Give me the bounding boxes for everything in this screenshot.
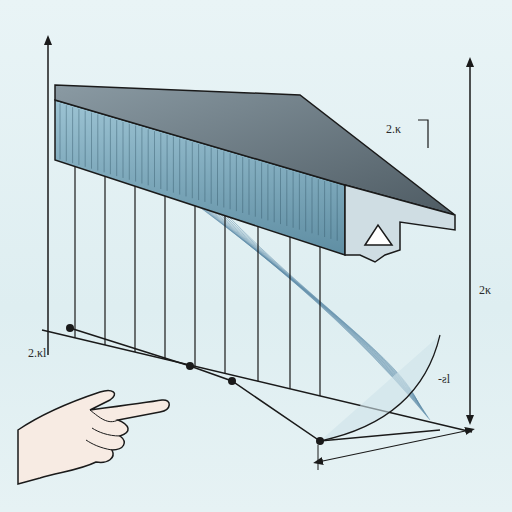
dimension-arrow [469, 62, 471, 420]
hatch-line [154, 131, 155, 187]
hatch-line [91, 113, 92, 169]
hatch-line [129, 124, 130, 180]
hatch-line [72, 107, 73, 163]
hatch-line [230, 153, 231, 209]
hatch-line [198, 144, 199, 200]
hatch-line [123, 122, 124, 178]
dimension-label: -ƨl [436, 372, 452, 386]
hatch-line [274, 166, 275, 222]
vertical-line [319, 233, 320, 396]
hatch-line [110, 118, 111, 174]
hatch-line [236, 155, 237, 211]
vertical-line [257, 215, 258, 382]
hatch-line [299, 174, 300, 230]
vertical-line [224, 205, 225, 374]
hatch-line [217, 150, 218, 206]
vertical-line [289, 224, 290, 389]
hatch-line [66, 105, 67, 161]
hand-detail [86, 410, 120, 450]
hatch-line [223, 151, 224, 207]
hatch-line [116, 120, 117, 176]
hatch-line [280, 168, 281, 224]
vertical-line [194, 196, 195, 366]
hatch-line [211, 148, 212, 204]
hatch-line [173, 137, 174, 193]
hatch-line [78, 109, 79, 165]
hatch-line [242, 157, 243, 213]
dimension-label: 2κ [477, 283, 493, 297]
tick [318, 445, 319, 470]
hatch-line [305, 175, 306, 231]
beam-top [55, 85, 455, 215]
hatch-line [318, 179, 319, 235]
vertical-line [74, 161, 75, 338]
hatch-line [286, 170, 287, 226]
hatch-line [312, 177, 313, 233]
hatch-line [249, 159, 250, 215]
hatch-line [160, 133, 161, 189]
dimension-arrow [318, 430, 470, 462]
hatch-line [330, 183, 331, 239]
vertical-line [164, 187, 165, 359]
hatch-line [261, 163, 262, 219]
hatch-line [135, 126, 136, 182]
hatch-line [141, 127, 142, 183]
hatch-line [204, 146, 205, 202]
hatch-line [167, 135, 168, 191]
hatch-line [337, 185, 338, 241]
hatch-line [148, 129, 149, 185]
hatch-line [179, 139, 180, 195]
hatch-line [186, 140, 187, 196]
dimension-label: 2.κ [384, 122, 403, 136]
hatch-line [267, 164, 268, 220]
hatch-line [293, 172, 294, 228]
pointing-hand [18, 391, 169, 484]
vertical-line [104, 170, 105, 345]
beam-end [345, 185, 455, 262]
hatch-line [60, 103, 61, 159]
vertical-line [134, 178, 135, 352]
deflection-curve [320, 335, 440, 441]
dimension-label: 2.κl [26, 346, 48, 360]
hatch-line [255, 161, 256, 217]
hatch-line [324, 181, 325, 237]
hatch-line [85, 111, 86, 167]
hatch-line [97, 115, 98, 171]
dimension-arrow [47, 40, 49, 355]
beam-notch [365, 225, 392, 245]
hatch-line [192, 142, 193, 198]
bracket [418, 120, 428, 148]
hatch-line [104, 116, 105, 172]
